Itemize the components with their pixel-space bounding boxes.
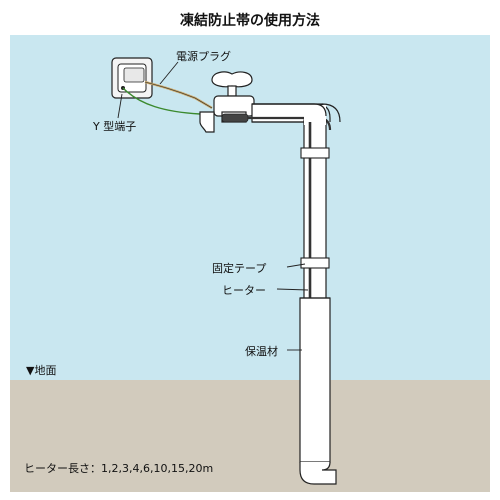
insulation — [299, 297, 337, 485]
power-cord — [122, 80, 215, 117]
ground-label: ▼地面 — [26, 364, 56, 377]
y-terminal-label: Y 型端子 — [92, 119, 136, 133]
plug-label: 電源プラグ — [176, 49, 231, 63]
wall-outlet — [111, 57, 153, 99]
insulation-label: 保温材 — [245, 344, 278, 358]
heater-label: ヒーター — [222, 284, 266, 297]
leader-lines — [117, 61, 309, 351]
fixing-tape — [300, 147, 330, 269]
ground-area — [10, 380, 490, 492]
tape-label: 固定テープ — [212, 261, 266, 275]
sky-area — [10, 35, 490, 380]
diagram-title: 凍結防止帯の使用方法 — [180, 12, 320, 29]
heater-lengths-label: ヒーター長さ：1,2,3,4,6,10,15,20m — [24, 462, 213, 475]
